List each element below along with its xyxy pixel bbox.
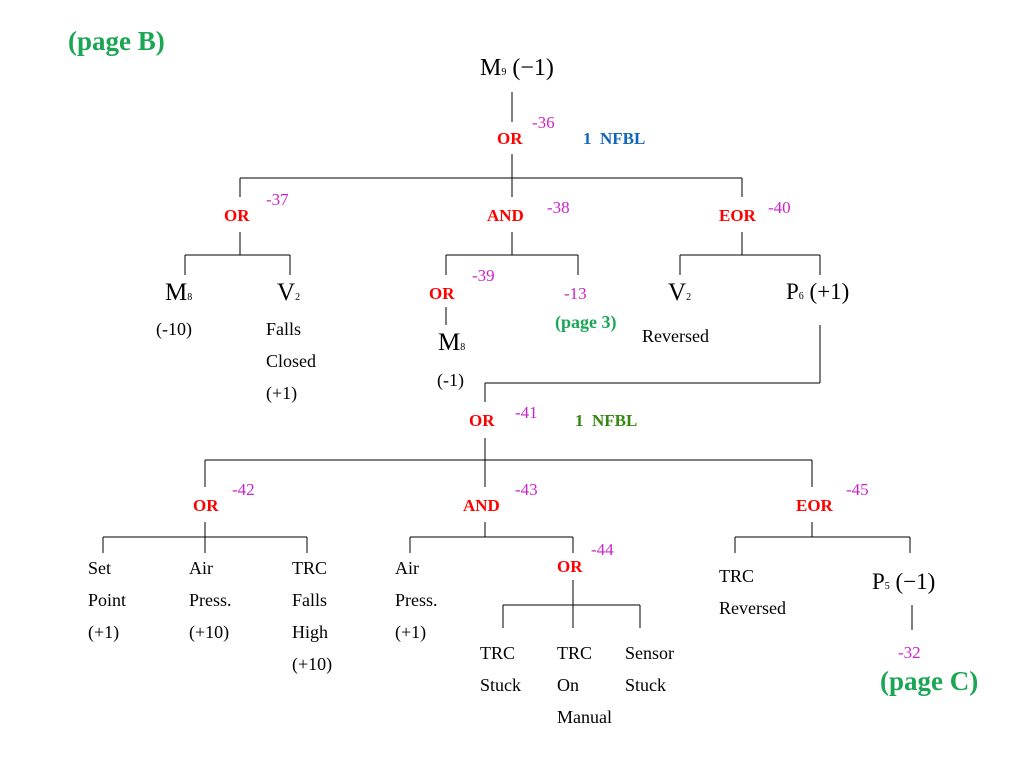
gate-41-type: OR <box>469 411 495 430</box>
event-set-point-line: (+1) <box>88 622 120 642</box>
node-v2-left-line: Closed <box>266 351 317 371</box>
node-v2-left-description: Falls Closed (+1) <box>266 313 316 409</box>
event-trc-reversed: TRC Reversed <box>719 560 786 624</box>
gate-44-number: -44 <box>591 540 614 559</box>
event-set-point-line: Point <box>88 590 127 610</box>
event-air-press-1-line: Air <box>189 558 213 578</box>
event-sensor-stuck-line: Sensor <box>625 643 674 663</box>
node-m8-mid-base: M <box>438 329 461 356</box>
node-p6-sub: 6 <box>798 291 804 302</box>
gate-37-type: OR <box>224 206 250 225</box>
gate-39-type: OR <box>429 284 455 303</box>
node-p5-base: P <box>872 569 885 594</box>
event-trc-reversed-line: TRC <box>719 566 755 586</box>
gate-45-type: EOR <box>796 496 833 515</box>
gate-41-number: -41 <box>515 403 538 422</box>
event-trc-falls-high-line: (+10) <box>292 654 333 674</box>
event-sensor-stuck: Sensor Stuck <box>625 637 674 701</box>
node-p5: P5 (−1) <box>872 570 935 593</box>
node-p6-suffix: (+1) <box>809 279 850 304</box>
transfer-32: -32 <box>898 643 921 662</box>
gate-43-number: -43 <box>515 480 538 499</box>
gate-45-number: -45 <box>846 480 869 499</box>
node-m8-left-sub: 8 <box>187 292 193 303</box>
gate-42-type: OR <box>193 496 219 515</box>
gate-36-type: OR <box>497 129 523 148</box>
node-v2-right-label: Reversed <box>642 326 709 346</box>
node-m8-left-value: (-10) <box>156 319 192 339</box>
event-air-press-2-line: (+1) <box>395 622 427 642</box>
event-trc-stuck-line: TRC <box>480 643 516 663</box>
event-set-point: Set Point (+1) <box>88 552 126 648</box>
node-m8-left: M8 <box>165 280 192 305</box>
node-v2-left-sub: 2 <box>295 292 301 303</box>
event-air-press-1: Air Press. (+10) <box>189 552 232 648</box>
event-air-press-2-line: Air <box>395 558 419 578</box>
event-trc-falls-high-line: Falls <box>292 590 328 610</box>
node-p6-base: P <box>786 279 799 304</box>
node-v2-right-base: V <box>668 279 687 306</box>
node-v2-left-line: Falls <box>266 319 302 339</box>
node-m8-left-base: M <box>165 279 188 306</box>
event-trc-falls-high: TRC Falls High (+10) <box>292 552 332 680</box>
node-v2-left: V2 <box>277 280 300 305</box>
event-set-point-line: Set <box>88 558 112 578</box>
gate-41-annotation: 1 NFBL <box>575 411 638 430</box>
event-trc-stuck: TRC Stuck <box>480 637 521 701</box>
transfer-13: -13 <box>564 284 587 303</box>
node-m8-mid-sub: 8 <box>460 342 466 353</box>
gate-38-number: -38 <box>547 198 570 217</box>
gate-40-number: -40 <box>768 198 791 217</box>
node-m9-sub: 9 <box>501 67 507 78</box>
gate-39-number: -39 <box>472 266 495 285</box>
gate-38-type: AND <box>487 206 524 225</box>
page-ref-3: (page 3) <box>555 312 617 332</box>
node-m8-mid-value: (-1) <box>437 370 464 390</box>
event-trc-reversed-line: Reversed <box>719 598 786 618</box>
gate-37-number: -37 <box>266 190 289 209</box>
page-ref-b: (page B) <box>68 26 165 56</box>
node-m9-base: M <box>480 55 502 81</box>
node-p6: P6 (+1) <box>786 280 849 303</box>
node-m8-mid: M8 <box>438 330 465 355</box>
node-v2-right-sub: 2 <box>686 292 692 303</box>
node-v2-right: V2 <box>668 280 691 305</box>
event-trc-on-manual-line: Manual <box>557 707 612 727</box>
event-air-press-2-line: Press. <box>395 590 438 610</box>
event-trc-on-manual-line: TRC <box>557 643 593 663</box>
gate-40-type: EOR <box>719 206 756 225</box>
gate-42-number: -42 <box>232 480 255 499</box>
node-p5-suffix: (−1) <box>895 569 936 594</box>
gate-36-annotation: 1 NFBL <box>583 129 646 148</box>
event-sensor-stuck-line: Stuck <box>625 675 667 695</box>
node-m9-suffix: (−1) <box>512 55 554 81</box>
event-trc-falls-high-line: High <box>292 622 328 642</box>
event-air-press-1-line: Press. <box>189 590 232 610</box>
event-air-press-1-line: (+10) <box>189 622 230 642</box>
gate-36-number: -36 <box>532 113 555 132</box>
page-ref-c: (page C) <box>880 666 979 696</box>
event-trc-on-manual: TRC On Manual <box>557 637 612 733</box>
node-p5-sub: 5 <box>884 581 890 592</box>
event-trc-stuck-line: Stuck <box>480 675 522 695</box>
gate-43-type: AND <box>463 496 500 515</box>
node-m9: M9 (−1) <box>480 56 554 80</box>
event-air-press-2: Air Press. (+1) <box>395 552 438 648</box>
event-trc-falls-high-line: TRC <box>292 558 328 578</box>
node-v2-left-line: (+1) <box>266 383 298 403</box>
gate-44-type: OR <box>557 557 583 576</box>
event-trc-on-manual-line: On <box>557 675 579 695</box>
node-v2-left-base: V <box>277 279 296 306</box>
